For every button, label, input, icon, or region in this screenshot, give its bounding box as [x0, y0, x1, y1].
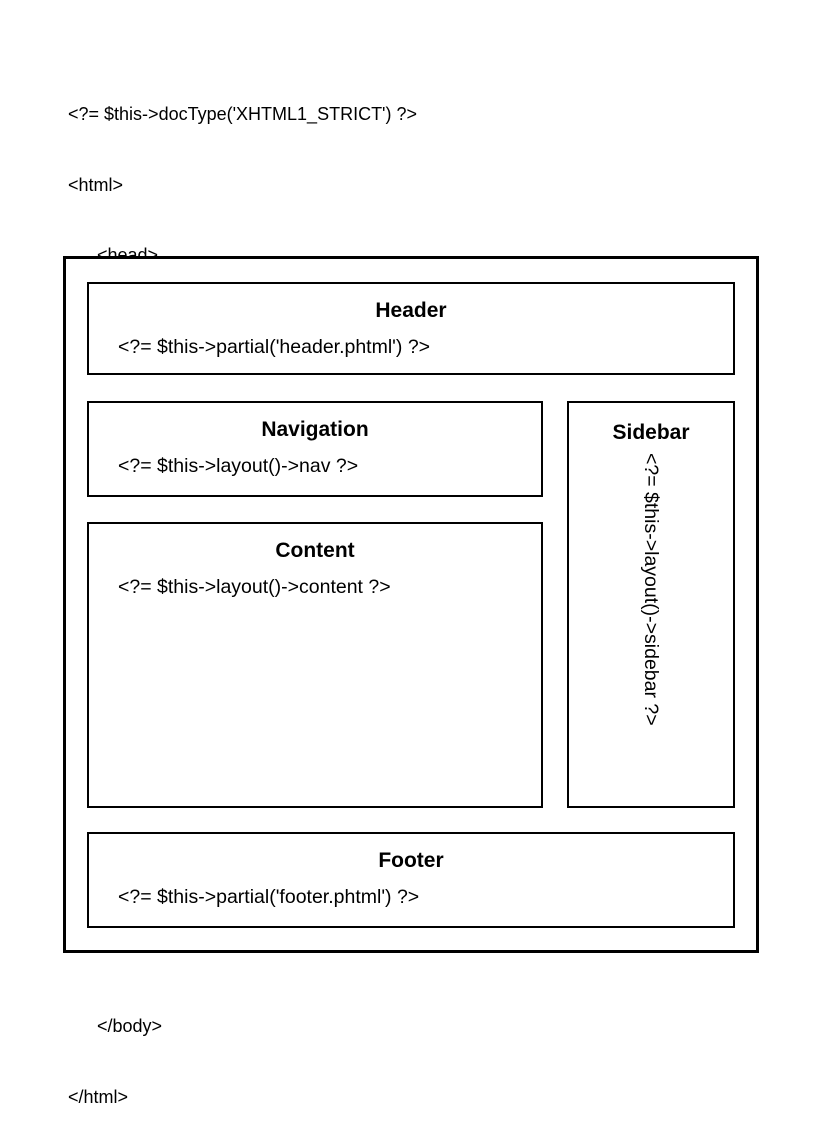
header-region-title: Header	[375, 299, 447, 322]
header-region-box: Header <?= $this->partial('header.phtml'…	[87, 282, 735, 375]
body-layout-diagram: Header <?= $this->partial('header.phtml'…	[63, 256, 759, 953]
content-region-title: Content	[275, 539, 355, 562]
page: { "code_top": { "lines": [ { "text": "<?…	[63, 104, 759, 1107]
code-line-doctype: <?= $this->docType('XHTML1_STRICT') ?>	[68, 104, 418, 124]
navigation-region-code: <?= $this->layout()->nav ?>	[118, 455, 359, 477]
sidebar-region-title: Sidebar	[612, 421, 690, 444]
content-region-code: <?= $this->layout()->content ?>	[118, 576, 391, 598]
footer-region-code: <?= $this->partial('footer.phtml') ?>	[118, 886, 420, 908]
sidebar-region-box: Sidebar <?= $this->layout()->sidebar ?>	[567, 401, 735, 808]
navigation-region-box: Navigation <?= $this->layout()->nav ?>	[87, 401, 543, 497]
code-listing-bottom: </body> </html>	[68, 968, 162, 1133]
code-line-body-close: </body>	[97, 1016, 163, 1036]
code-line-html-close: </html>	[68, 1086, 129, 1107]
content-region-box: Content <?= $this->layout()->content ?>	[87, 522, 543, 808]
code-line-html-open: <html>	[68, 174, 124, 195]
sidebar-region-code-vertical: <?= $this->layout()->sidebar ?>	[640, 453, 662, 726]
header-region-code: <?= $this->partial('header.phtml') ?>	[118, 336, 431, 358]
footer-region-box: Footer <?= $this->partial('footer.phtml'…	[87, 832, 735, 928]
navigation-region-title: Navigation	[261, 418, 369, 441]
footer-region-title: Footer	[378, 849, 444, 872]
